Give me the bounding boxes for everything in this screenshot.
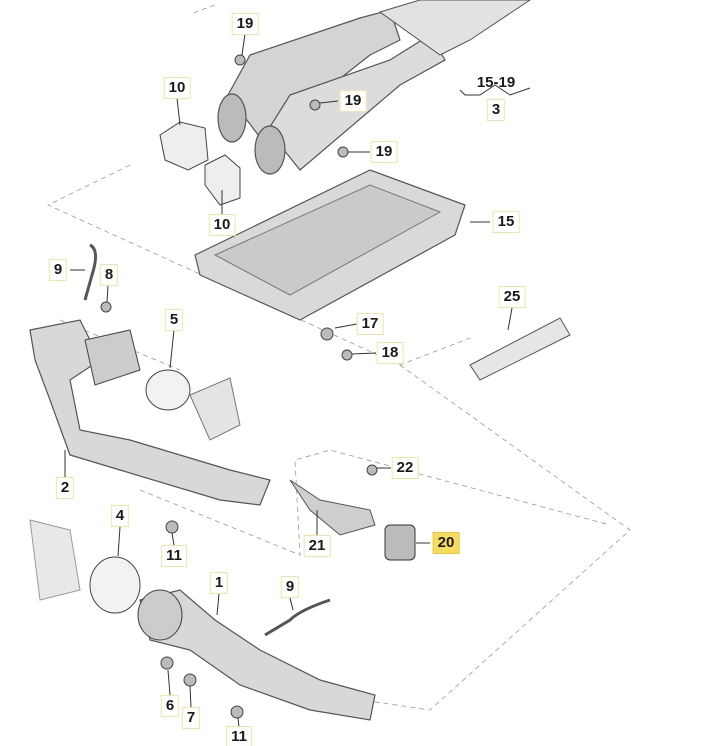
callout-11[interactable]: 11 <box>226 726 252 746</box>
bracket-15-19 <box>459 84 531 96</box>
callout-17[interactable]: 17 <box>356 313 384 335</box>
front-pipe-1 <box>139 589 376 721</box>
callout-3[interactable]: 3 <box>486 99 506 121</box>
leader-lines <box>64 33 513 728</box>
fasteners <box>100 54 378 719</box>
flange-2 <box>84 329 141 386</box>
callout-9[interactable]: 9 <box>48 259 68 281</box>
callout-4[interactable]: 4 <box>110 505 130 527</box>
callout-10[interactable]: 10 <box>208 214 236 236</box>
gasket-10-a <box>159 121 209 171</box>
bracket-21 <box>289 479 376 536</box>
callout-15[interactable]: 15 <box>492 211 520 233</box>
callout-7[interactable]: 7 <box>181 707 201 729</box>
callout-21[interactable]: 21 <box>303 535 331 557</box>
rubber-mount-20 <box>384 524 416 561</box>
callout-20-highlighted[interactable]: 20 <box>432 532 460 554</box>
front-pipe-2 <box>29 319 271 506</box>
pipe-stub-5 <box>189 377 241 441</box>
heat-shield-inner <box>213 184 442 296</box>
callout-9[interactable]: 9 <box>280 576 300 598</box>
oxygen-sensor-9b <box>264 598 331 637</box>
exhaust-pipe-top <box>378 0 531 56</box>
callout-11[interactable]: 11 <box>161 545 187 567</box>
callout-6[interactable]: 6 <box>160 695 180 717</box>
gasket-5 <box>145 369 191 411</box>
callout-19[interactable]: 19 <box>339 90 367 112</box>
callout-10[interactable]: 10 <box>163 77 191 99</box>
callout-8[interactable]: 8 <box>99 264 119 286</box>
callout-19[interactable]: 19 <box>231 13 259 35</box>
callout-2[interactable]: 2 <box>55 477 75 499</box>
callout-18[interactable]: 18 <box>376 342 404 364</box>
flange-1 <box>137 589 183 641</box>
callout-19[interactable]: 19 <box>370 141 398 163</box>
pipe-stub-4 <box>29 519 81 601</box>
oxygen-sensor-9a <box>83 243 97 301</box>
gasket-10-b <box>204 154 241 206</box>
callout-1[interactable]: 1 <box>209 572 229 594</box>
callout-15-19[interactable]: 15-19 <box>476 74 516 91</box>
callout-5[interactable]: 5 <box>164 309 184 331</box>
gasket-4 <box>89 556 141 614</box>
callout-25[interactable]: 25 <box>498 286 526 308</box>
paste-tube <box>469 317 571 381</box>
callout-22[interactable]: 22 <box>391 457 419 479</box>
